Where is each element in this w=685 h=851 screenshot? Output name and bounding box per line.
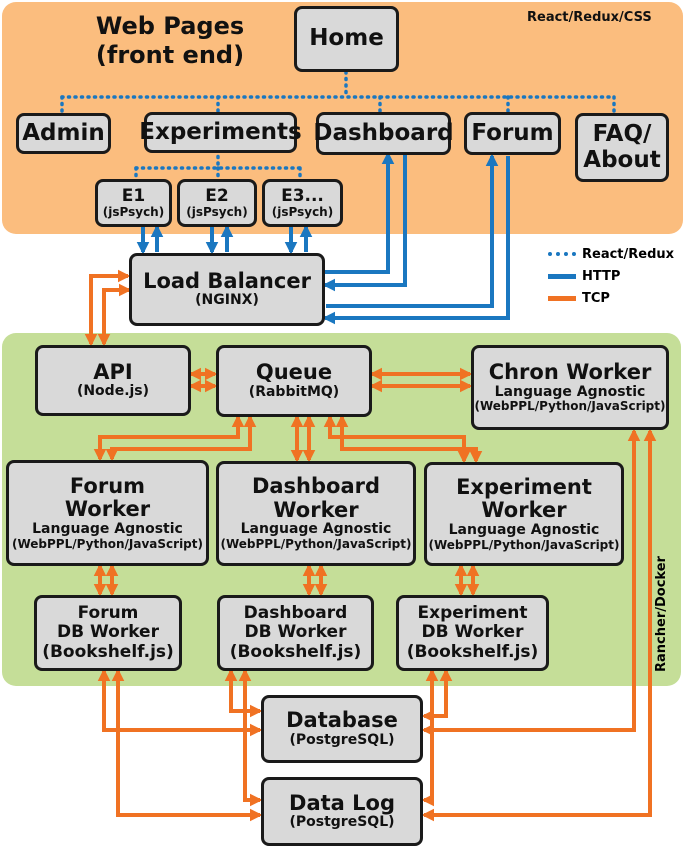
tcp-links	[84, 269, 657, 822]
dashboard-worker-label: Dashboard Worker	[251, 474, 381, 522]
chron-worker-label: Chron Worker	[488, 360, 652, 385]
forum-worker-language: Language Agnostic	[32, 520, 183, 537]
queue-label: Queue	[255, 360, 333, 385]
experiments-label: Experiments	[139, 118, 302, 145]
data-log-node: Data Log (PostgreSQL)	[261, 777, 423, 846]
dashboard-label: Dashboard	[313, 119, 454, 146]
forum-worker-languages: (WebPPL/Python/JavaScript)	[11, 536, 203, 551]
admin-label: Admin	[22, 119, 105, 146]
faq-about-label: FAQ/ About	[583, 120, 661, 173]
experiment-db-worker-node: Experiment DB Worker (Bookshelf.js)	[396, 595, 549, 671]
database-tech: (PostgreSQL)	[289, 731, 395, 748]
api-label: API	[93, 359, 133, 384]
e2-label: E2	[205, 185, 229, 206]
forum-label: Forum	[471, 119, 554, 146]
admin-node: Admin	[16, 113, 111, 154]
frontend-title: Web Pages (front end)	[95, 12, 245, 69]
forum-db-worker-label: Forum DB Worker	[57, 603, 159, 643]
react-redux-links	[60, 70, 616, 182]
legend-dotted-swatch	[548, 252, 576, 256]
e2-node: E2 (jsPsych)	[177, 179, 257, 227]
forum-worker-node: Forum Worker Language Agnostic (WebPPL/P…	[6, 460, 209, 566]
e1-tech: (jsPsych)	[102, 204, 165, 219]
http-links	[136, 151, 510, 325]
rancher-docker-label: Rancher/Docker	[654, 556, 669, 672]
e2-tech: (jsPsych)	[186, 204, 248, 219]
frontend-tech-label: React/Redux/CSS	[527, 10, 652, 25]
database-label: Database	[286, 708, 398, 733]
legend-tcp-swatch	[548, 295, 576, 301]
e3-tech: (jsPsych)	[271, 204, 334, 219]
dashboard-worker-language: Language Agnostic	[240, 521, 392, 538]
chron-worker-node: Chron Worker Language Agnostic (WebPPL/P…	[471, 345, 669, 430]
queue-tech: (RabbitMQ)	[248, 383, 340, 400]
queue-node: Queue (RabbitMQ)	[216, 345, 372, 417]
dashboard-worker-languages: (WebPPL/Python/JavaScript)	[220, 537, 412, 552]
home-label: Home	[309, 25, 384, 52]
legend-tcp: TCP	[548, 290, 610, 306]
legend-http-swatch	[548, 273, 576, 279]
dashboard-db-worker-label: Dashboard DB Worker	[243, 603, 348, 643]
experiment-worker-language: Language Agnostic	[448, 521, 600, 538]
dashboard-node: Dashboard	[313, 112, 454, 155]
faq-about-node: FAQ/ About	[575, 113, 669, 182]
dashboard-db-worker-node: Dashboard DB Worker (Bookshelf.js)	[217, 595, 374, 671]
load-balancer-node: Load Balancer (NGINX)	[129, 253, 325, 326]
e1-node: E1 (jsPsych)	[95, 179, 172, 227]
forum-db-worker-node: Forum DB Worker (Bookshelf.js)	[34, 595, 182, 671]
e3-label: E3...	[281, 185, 324, 206]
experiment-db-worker-tech: (Bookshelf.js)	[406, 641, 539, 662]
api-node: API (Node.js)	[35, 345, 191, 416]
experiments-node: Experiments	[139, 112, 302, 153]
database-node: Database (PostgreSQL)	[261, 695, 423, 763]
load-balancer-tech: (NGINX)	[195, 292, 259, 309]
data-log-tech: (PostgreSQL)	[289, 814, 395, 831]
e1-label: E1	[121, 185, 146, 206]
load-balancer-label: Load Balancer	[143, 268, 311, 293]
legend-tcp-label: TCP	[582, 290, 610, 306]
forum-worker-label: Forum Worker	[64, 473, 151, 522]
forum-node: Forum	[464, 112, 561, 155]
forum-db-worker-tech: (Bookshelf.js)	[42, 641, 174, 662]
dashboard-worker-node: Dashboard Worker Language Agnostic (WebP…	[216, 461, 416, 566]
legend-react-redux: React/Redux	[548, 246, 674, 262]
data-log-label: Data Log	[289, 790, 395, 815]
experiment-worker-label: Experiment Worker	[456, 474, 592, 523]
home-node: Home	[294, 6, 399, 72]
e3-node: E3... (jsPsych)	[262, 179, 343, 227]
experiment-worker-languages: (WebPPL/Python/JavaScript)	[428, 537, 620, 552]
dashboard-db-worker-tech: (Bookshelf.js)	[229, 641, 362, 662]
legend-http-label: HTTP	[582, 268, 621, 284]
legend-react-redux-label: React/Redux	[582, 246, 675, 262]
chron-worker-languages: (WebPPL/Python/JavaScript)	[474, 399, 666, 414]
api-tech: (Node.js)	[76, 383, 150, 400]
experiment-db-worker-label: Experiment DB Worker	[417, 603, 528, 643]
legend-http: HTTP	[548, 268, 620, 284]
chron-worker-language: Language Agnostic	[494, 383, 646, 400]
experiment-worker-node: Experiment Worker Language Agnostic (Web…	[424, 462, 624, 566]
